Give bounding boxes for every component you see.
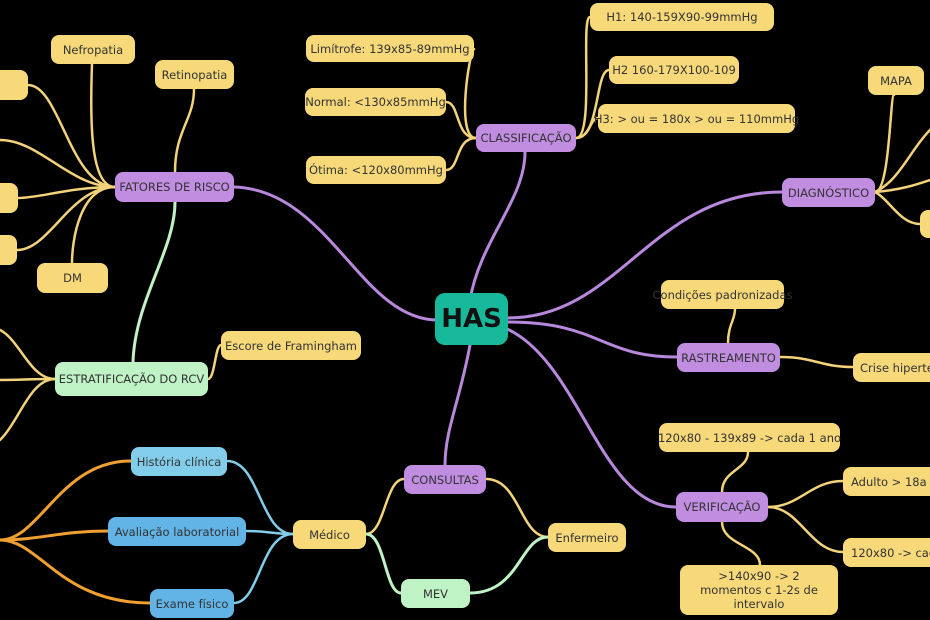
node-140x90[interactable]: >140x90 -> 2 momentos c 1-2s de interval…: [680, 565, 838, 615]
node-fatores-de-risco[interactable]: FATORES DE RISCO: [115, 172, 234, 202]
node-dm[interactable]: DM: [37, 263, 108, 293]
node-classificacao[interactable]: CLASSIFICAÇÃO: [476, 124, 576, 152]
link-has-verificacao: [503, 326, 678, 509]
node-fator-cropped-1[interactable]: [0, 70, 28, 100]
node-rastreamento[interactable]: RASTREAMENTO: [677, 343, 780, 372]
root-node-has[interactable]: HAS: [435, 293, 508, 345]
node-h2[interactable]: H2 160-179X100-109: [609, 56, 739, 84]
node-medico[interactable]: Médico: [293, 520, 366, 549]
node-nefropatia[interactable]: Nefropatia: [51, 35, 135, 64]
node-enfermeiro[interactable]: Enfermeiro: [548, 523, 626, 552]
node-diagnostico[interactable]: DIAGNÓSTICO: [782, 178, 875, 207]
node-retinopatia[interactable]: Retinopatia: [155, 60, 234, 89]
node-fator-cropped-2[interactable]: [0, 183, 18, 213]
node-h3[interactable]: H3: > ou = 180x > ou = 110mmHg: [594, 104, 799, 133]
node-otima[interactable]: Ótima: <120x80mmHg: [306, 156, 446, 184]
node-fator-cropped-3[interactable]: [0, 235, 17, 265]
node-exame-fisico[interactable]: Exame físico: [150, 589, 234, 618]
link-has-classificacao: [468, 150, 527, 302]
node-estratificacao-rcv[interactable]: ESTRATIFICAÇÃO DO RCV: [55, 362, 208, 396]
link-has-diagnostico: [506, 190, 784, 320]
link-has-rastreamento: [506, 320, 679, 359]
node-verificacao[interactable]: VERIFICAÇÃO: [676, 492, 768, 522]
node-120x80-cada[interactable]: 120x80 -> cada: [843, 538, 930, 567]
node-h1[interactable]: H1: 140-159X90-99mmHg: [590, 3, 774, 31]
node-limitrofe[interactable]: Limítrofe: 139x85-89mmHg: [306, 35, 474, 62]
node-consultas[interactable]: CONSULTAS: [404, 465, 486, 494]
node-condicoes-padronizadas[interactable]: Condições padronizadas: [653, 280, 793, 309]
node-crise-hipertensiva[interactable]: Crise hiperte: [853, 353, 930, 382]
node-mev[interactable]: MEV: [401, 579, 470, 608]
node-historia-clinica[interactable]: História clínica: [131, 447, 227, 476]
node-verificacao-1ano[interactable]: 120x80 - 139x89 -> cada 1 ano: [658, 423, 841, 452]
node-normal[interactable]: Normal: <130x85mmHg: [305, 88, 446, 116]
node-avaliacao-laboratorial[interactable]: Avaliação laboratorial: [108, 517, 246, 546]
node-adulto[interactable]: Adulto > 18a: [843, 467, 930, 496]
node-mapa[interactable]: MAPA: [868, 66, 924, 95]
link-has-fatores: [232, 185, 440, 322]
link-has-consultas: [443, 343, 472, 467]
node-diagnostico-cropped[interactable]: [920, 210, 930, 238]
node-escore-framingham[interactable]: Escore de Framingham: [221, 331, 361, 360]
